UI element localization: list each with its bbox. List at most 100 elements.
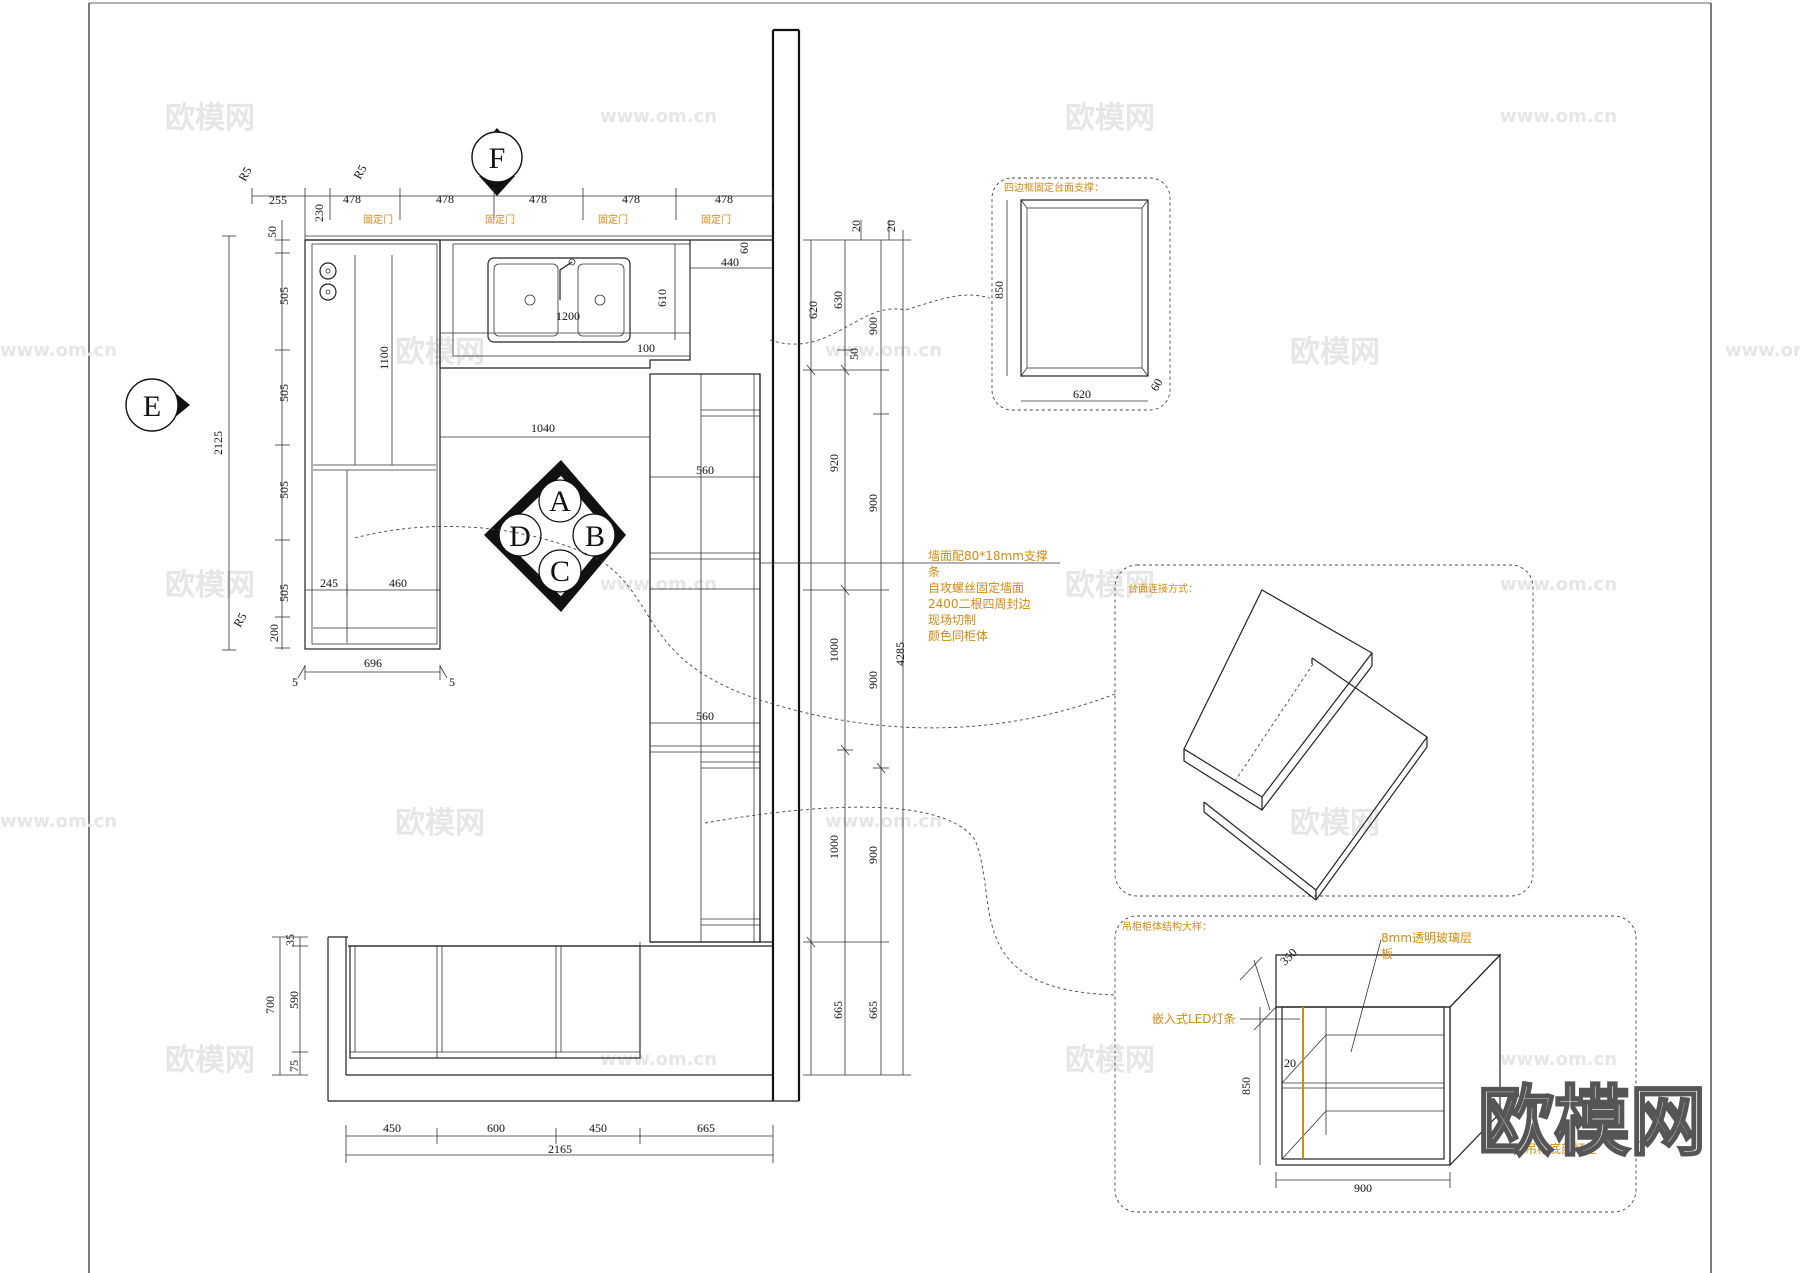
svg-text:460: 460 bbox=[389, 576, 407, 590]
svg-text:5: 5 bbox=[449, 675, 455, 689]
svg-text:50: 50 bbox=[847, 348, 861, 360]
svg-text:固定门: 固定门 bbox=[598, 213, 628, 226]
marker-f: F bbox=[471, 128, 523, 196]
svg-text:60: 60 bbox=[1147, 376, 1165, 393]
svg-text:920: 920 bbox=[827, 454, 841, 472]
detail-countertop-connection: 台面连接方式： bbox=[1114, 564, 1534, 901]
svg-text:1100: 1100 bbox=[377, 346, 391, 370]
svg-text:欧模网: 欧模网 bbox=[1290, 335, 1380, 370]
svg-text:1200: 1200 bbox=[556, 309, 580, 323]
svg-text:20: 20 bbox=[884, 220, 898, 232]
svg-text:欧模网: 欧模网 bbox=[1065, 568, 1155, 603]
svg-text:1040: 1040 bbox=[531, 421, 555, 435]
svg-text:255: 255 bbox=[269, 193, 287, 207]
svg-text:B: B bbox=[585, 520, 605, 553]
svg-text:505: 505 bbox=[277, 584, 291, 602]
plan-outline bbox=[305, 28, 801, 1102]
svg-text:900: 900 bbox=[866, 846, 880, 864]
svg-text:478: 478 bbox=[436, 192, 454, 206]
svg-text:固定门: 固定门 bbox=[363, 213, 393, 226]
svg-text:欧模网: 欧模网 bbox=[165, 1043, 255, 1078]
svg-text:R5: R5 bbox=[230, 610, 249, 629]
svg-text:478: 478 bbox=[529, 192, 547, 206]
svg-text:www.om.cn: www.om.cn bbox=[600, 574, 717, 595]
svg-text:850: 850 bbox=[1239, 1077, 1253, 1095]
svg-text:www.om.cn: www.om.cn bbox=[0, 811, 117, 832]
svg-text:2400二根四周封边: 2400二根四周封边 bbox=[928, 597, 1031, 611]
svg-text:560: 560 bbox=[696, 463, 714, 477]
svg-text:R5: R5 bbox=[235, 164, 254, 183]
svg-text:R5: R5 bbox=[350, 162, 369, 181]
svg-text:230: 230 bbox=[312, 204, 326, 222]
leader-curves bbox=[354, 294, 1116, 996]
left-cabinet bbox=[304, 239, 441, 650]
svg-text:75: 75 bbox=[287, 1060, 301, 1072]
svg-text:2165: 2165 bbox=[548, 1142, 572, 1156]
svg-text:www.om.cn: www.om.cn bbox=[0, 340, 117, 361]
svg-text:台面连接方式：: 台面连接方式： bbox=[1128, 582, 1198, 595]
svg-text:吊柜柜体结构大样：: 吊柜柜体结构大样： bbox=[1122, 920, 1212, 933]
svg-text:D: D bbox=[509, 520, 531, 553]
svg-text:20: 20 bbox=[849, 220, 863, 232]
svg-text:F: F bbox=[489, 142, 506, 175]
svg-text:350: 350 bbox=[1277, 945, 1300, 968]
svg-text:1000: 1000 bbox=[827, 638, 841, 662]
svg-text:610: 610 bbox=[655, 289, 669, 307]
svg-text:条: 条 bbox=[928, 565, 940, 579]
svg-text:900: 900 bbox=[866, 317, 880, 335]
svg-text:505: 505 bbox=[277, 384, 291, 402]
sheet-frame bbox=[88, 2, 1712, 1273]
left-dimensions: 2125 50 505 505 505 505 200 R5 bbox=[211, 220, 291, 651]
svg-text:板: 板 bbox=[1381, 947, 1393, 961]
svg-text:A: A bbox=[549, 485, 571, 518]
svg-text:35: 35 bbox=[283, 934, 297, 946]
svg-text:欧模网: 欧模网 bbox=[1065, 101, 1155, 136]
svg-text:450: 450 bbox=[383, 1121, 401, 1135]
internal-dimensions: 1040 1200 1100 610 100 440 60 560 560 24… bbox=[292, 242, 773, 724]
svg-text:245: 245 bbox=[320, 576, 338, 590]
svg-text:20: 20 bbox=[1284, 1056, 1296, 1070]
svg-text:吊柜底部灯柜: 吊柜底部灯柜 bbox=[1525, 1141, 1597, 1156]
svg-text:8mm透明玻璃层: 8mm透明玻璃层 bbox=[1381, 931, 1472, 945]
right-cabinet bbox=[649, 373, 773, 943]
svg-text:www.om.cn: www.om.cn bbox=[1500, 574, 1617, 595]
svg-text:665: 665 bbox=[866, 1001, 880, 1019]
svg-text:665: 665 bbox=[697, 1121, 715, 1135]
svg-text:www.om.cn: www.om.cn bbox=[600, 1049, 717, 1070]
svg-text:www.om.cn: www.om.cn bbox=[825, 340, 942, 361]
bottom-dimensions: 35 700 590 75 450 600 450 665 2165 bbox=[263, 934, 774, 1163]
svg-text:www.om.cn: www.om.cn bbox=[1725, 340, 1800, 361]
svg-text:欧模网: 欧模网 bbox=[165, 101, 255, 136]
svg-text:欧模网: 欧模网 bbox=[1065, 1043, 1155, 1078]
svg-text:欧模网: 欧模网 bbox=[395, 806, 485, 841]
svg-text:900: 900 bbox=[866, 494, 880, 512]
svg-text:欧模网: 欧模网 bbox=[165, 568, 255, 603]
svg-text:5: 5 bbox=[292, 675, 298, 689]
svg-text:现场切制: 现场切制 bbox=[928, 613, 976, 627]
svg-text:600: 600 bbox=[487, 1121, 505, 1135]
svg-text:4285: 4285 bbox=[893, 642, 907, 666]
svg-text:850: 850 bbox=[992, 281, 1006, 299]
svg-text:440: 440 bbox=[721, 255, 739, 269]
svg-text:900: 900 bbox=[866, 671, 880, 689]
svg-text:630: 630 bbox=[831, 291, 845, 309]
svg-text:620: 620 bbox=[806, 301, 820, 319]
marker-e: E bbox=[125, 378, 190, 432]
svg-text:嵌入式LED灯条: 嵌入式LED灯条 bbox=[1152, 1012, 1236, 1026]
svg-text:www.om.cn: www.om.cn bbox=[1500, 106, 1617, 127]
right-dimensions: 20 20 620 630 50 900 920 900 1000 900 42… bbox=[803, 220, 911, 1076]
svg-text:560: 560 bbox=[696, 709, 714, 723]
svg-text:505: 505 bbox=[277, 287, 291, 305]
brand-watermark: 欧模网 bbox=[1478, 1077, 1706, 1166]
svg-text:450: 450 bbox=[589, 1121, 607, 1135]
svg-text:1000: 1000 bbox=[827, 835, 841, 859]
svg-text:颜色同柜体: 颜色同柜体 bbox=[928, 628, 988, 643]
svg-text:700: 700 bbox=[263, 996, 277, 1014]
svg-text:C: C bbox=[550, 555, 570, 588]
svg-text:www.om.cn: www.om.cn bbox=[600, 106, 717, 127]
svg-text:696: 696 bbox=[364, 656, 382, 670]
svg-text:478: 478 bbox=[715, 192, 733, 206]
sink-counter bbox=[439, 240, 691, 369]
watermarks: 欧模网 www.om.cn 欧模网 www.om.cn www.om.cn 欧模… bbox=[0, 101, 1800, 1078]
